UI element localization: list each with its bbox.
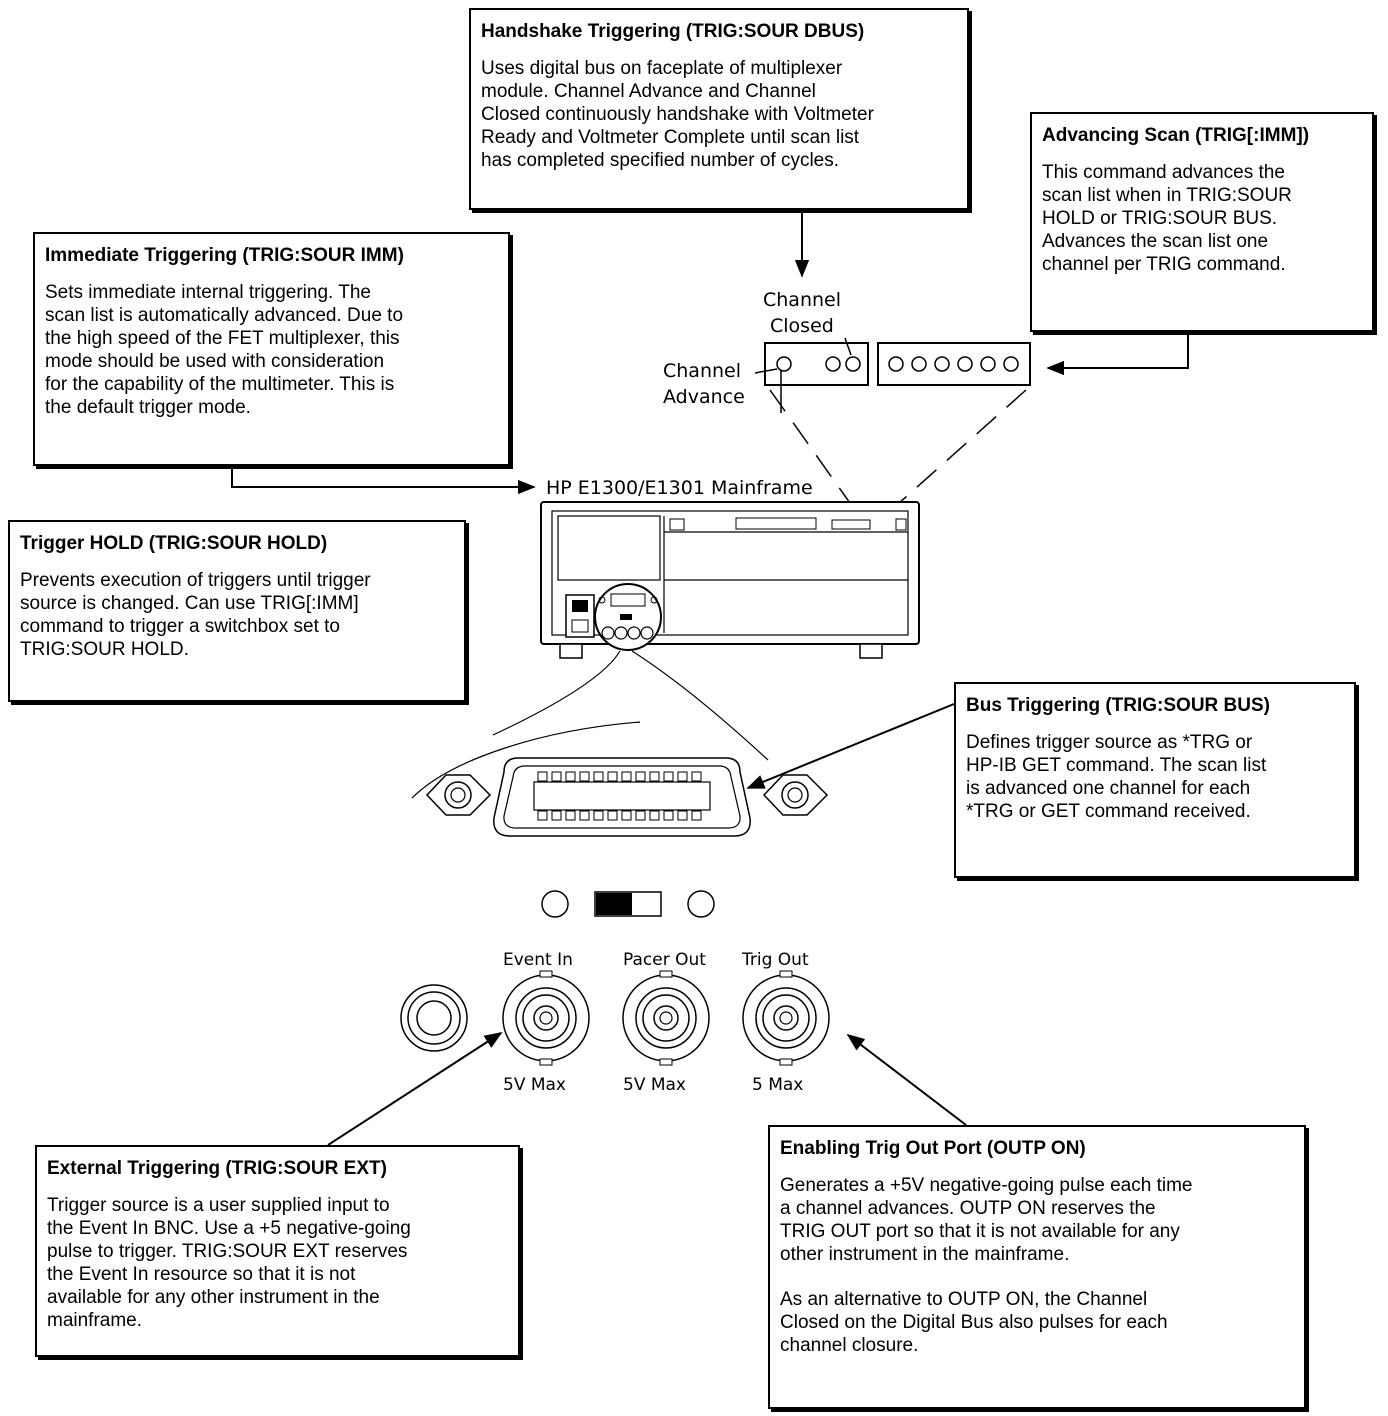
- zoom-dash-2: [879, 389, 1027, 521]
- advancing-scan-title: Advancing Scan (TRIG[:IMM]): [1042, 125, 1310, 146]
- power-socket: [400, 984, 468, 1052]
- external-triggering-box: External Triggering (TRIG:SOUR EXT) Trig…: [35, 1145, 520, 1357]
- digital-bus-connector: [754, 337, 1031, 413]
- channel-closed-label-1: Channel: [763, 289, 841, 311]
- enabling-trig-out-box: Enabling Trig Out Port (OUTP ON) Generat…: [768, 1125, 1306, 1409]
- enabling-trig-out-text: Generates a +5V negative-going pulse eac…: [780, 1175, 1193, 1265]
- bus-triggering-title: Bus Triggering (TRIG:SOUR BUS): [966, 695, 1270, 716]
- external-triggering-title: External Triggering (TRIG:SOUR EXT): [47, 1158, 387, 1179]
- channel-advance-label-2: Advance: [663, 386, 745, 408]
- event-in-bnc: [502, 970, 590, 1066]
- channel-closed-label-2: Closed: [770, 315, 834, 337]
- led-switch-row: [541, 890, 715, 918]
- trig-out-bnc: [742, 970, 830, 1066]
- advancing-connector: [1046, 332, 1189, 376]
- trigger-hold-box: Trigger HOLD (TRIG:SOUR HOLD) Prevents e…: [8, 520, 466, 702]
- trigger-hold-title: Trigger HOLD (TRIG:SOUR HOLD): [20, 533, 328, 554]
- pacer-out-bnc: [622, 970, 710, 1066]
- bus-triggering-text: Defines trigger source as *TRG or HP-IB …: [966, 732, 1267, 822]
- bus-connector: [746, 703, 955, 789]
- mainframe: [540, 501, 920, 659]
- hpib-connector: [425, 757, 829, 837]
- pacer-out-max-label: 5V Max: [623, 1075, 686, 1095]
- immediate-triggering-box: Immediate Triggering (TRIG:SOUR IMM) Set…: [33, 232, 510, 466]
- external-connector: [327, 1032, 503, 1146]
- enabling-trig-out-title: Enabling Trig Out Port (OUTP ON): [780, 1138, 1086, 1159]
- trigger-hold-text: Prevents execution of triggers until tri…: [20, 570, 371, 660]
- trig-out-max-label: 5 Max: [752, 1075, 803, 1095]
- advancing-scan-box: Advancing Scan (TRIG[:IMM]) This command…: [1030, 112, 1374, 332]
- channel-advance-label-1: Channel: [663, 360, 741, 382]
- handshake-triggering-box: Handshake Triggering (TRIG:SOUR DBUS) Us…: [469, 8, 969, 210]
- event-in-max-label: 5V Max: [503, 1075, 566, 1095]
- immediate-triggering-text: Sets immediate internal triggering. The …: [45, 282, 404, 418]
- external-triggering-text: Trigger source is a user supplied input …: [47, 1195, 411, 1331]
- advancing-scan-text: This command advances the scan list when…: [1042, 162, 1292, 275]
- mainframe-label: HP E1300/E1301 Mainframe: [546, 477, 813, 499]
- immediate-connector: [231, 466, 536, 495]
- zoom-curve-left: [492, 650, 621, 736]
- immediate-triggering-title: Immediate Triggering (TRIG:SOUR IMM): [45, 245, 404, 266]
- bus-triggering-box: Bus Triggering (TRIG:SOUR BUS) Defines t…: [954, 682, 1356, 878]
- zoom-dash-1: [769, 389, 863, 521]
- handshake-triggering-text: Uses digital bus on faceplate of multipl…: [481, 58, 874, 171]
- pacer-out-label: Pacer Out: [623, 950, 706, 970]
- trig-out-label: Trig Out: [741, 950, 809, 970]
- enabling-trig-out-text-2: As an alternative to OUTP ON, the Channe…: [780, 1289, 1168, 1356]
- zoom-top-arc: [411, 721, 641, 799]
- zoom-curve-right: [631, 650, 769, 761]
- event-in-label: Event In: [503, 950, 573, 970]
- trigout-connector: [846, 1033, 967, 1126]
- handshake-triggering-title: Handshake Triggering (TRIG:SOUR DBUS): [481, 21, 865, 42]
